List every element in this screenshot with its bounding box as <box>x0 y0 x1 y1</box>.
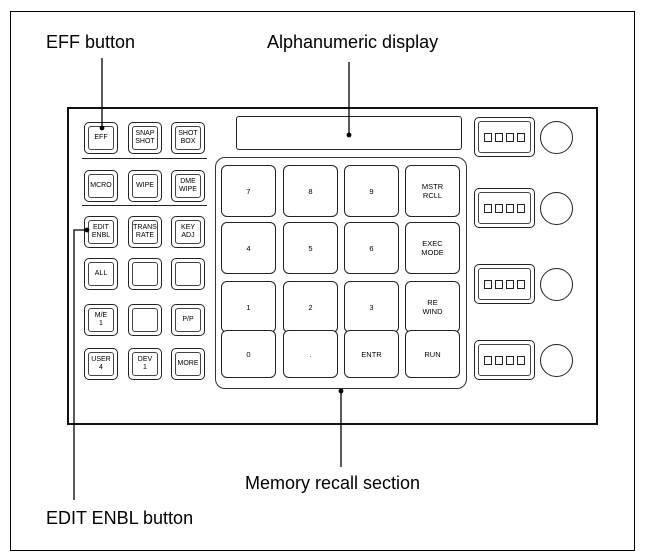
lcd-display-4 <box>474 340 535 380</box>
memory-recall-section-callout: Memory recall section <box>245 473 421 493</box>
blank-1-button-label <box>132 262 158 286</box>
knob-2[interactable] <box>540 192 573 225</box>
keypad-0-button[interactable]: 0 <box>221 330 276 378</box>
keypad-1-button[interactable]: 1 <box>221 281 276 333</box>
eff-leader-dot <box>99 125 105 131</box>
divider-middle <box>82 205 207 206</box>
keypad-exec-mode-button[interactable]: EXEC MODE <box>405 222 460 274</box>
keypad-7-button[interactable]: 7 <box>221 165 276 217</box>
all-button[interactable]: ALL <box>84 258 118 290</box>
keypad-3-button[interactable]: 3 <box>344 281 399 333</box>
blank-2-button-label <box>175 262 201 286</box>
memory-leader-dot <box>338 388 344 394</box>
figure-frame <box>10 11 635 551</box>
keypad-8-button[interactable]: 8 <box>283 165 338 217</box>
wipe-button-label: WIPE <box>132 174 158 198</box>
edit-enbl-leader-dot <box>84 227 90 233</box>
divider-top <box>82 158 207 159</box>
blank-2-button[interactable] <box>171 258 205 290</box>
keypad-rewind-button[interactable]: RE WIND <box>405 281 460 333</box>
lcd-display-3 <box>474 264 535 304</box>
trans-rate-button[interactable]: TRANS RATE <box>128 216 162 248</box>
keypad-2-button[interactable]: 2 <box>283 281 338 333</box>
wipe-button[interactable]: WIPE <box>128 170 162 202</box>
shot-box-button-label: SHOT BOX <box>175 126 201 150</box>
keypad-entr-button[interactable]: ENTR <box>344 330 399 378</box>
shot-box-button[interactable]: SHOT BOX <box>171 122 205 154</box>
edit-enbl-button-label: EDIT ENBL <box>88 220 114 244</box>
alphanumeric-display-callout: Alphanumeric display <box>267 32 439 52</box>
edit-enbl-button-callout: EDIT ENBL button <box>46 508 194 528</box>
blank-1-button[interactable] <box>128 258 162 290</box>
snap-shot-button[interactable]: SNAP SHOT <box>128 122 162 154</box>
memory-recall-section <box>215 157 467 389</box>
eff-button-callout: EFF button <box>46 32 136 52</box>
keypad-run-button[interactable]: RUN <box>405 330 460 378</box>
keypad-6-button[interactable]: 6 <box>344 222 399 274</box>
key-adj-button[interactable]: KEY ADJ <box>171 216 205 248</box>
me-1-button[interactable]: M/E 1 <box>84 304 118 336</box>
edit-enbl-button[interactable]: EDIT ENBL <box>84 216 118 248</box>
mcro-button-label: MCRO <box>88 174 114 198</box>
more-button-label: MORE <box>175 352 201 376</box>
blank-3-button[interactable] <box>128 304 162 336</box>
lcd-display-2 <box>474 188 535 228</box>
keypad-dot-button[interactable]: . <box>283 330 338 378</box>
pp-button[interactable]: P/P <box>171 304 205 336</box>
pp-button-label: P/P <box>175 308 201 332</box>
all-button-label: ALL <box>88 262 114 286</box>
keypad-mstr-rcll-button[interactable]: MSTR RCLL <box>405 165 460 217</box>
edit-enbl-leader-line <box>73 229 87 500</box>
keypad-5-button[interactable]: 5 <box>283 222 338 274</box>
dev-1-button[interactable]: DEV 1 <box>128 348 162 380</box>
lcd-display-1 <box>474 117 535 157</box>
knob-4[interactable] <box>540 344 573 377</box>
dev-1-button-label: DEV 1 <box>132 352 158 376</box>
dme-wipe-button[interactable]: DME WIPE <box>171 170 205 202</box>
key-adj-button-label: KEY ADJ <box>175 220 201 244</box>
knob-3[interactable] <box>540 268 573 301</box>
more-button[interactable]: MORE <box>171 348 205 380</box>
blank-3-button-label <box>132 308 158 332</box>
mcro-button[interactable]: MCRO <box>84 170 118 202</box>
user-4-button-label: USER 4 <box>88 352 114 376</box>
me-1-button-label: M/E 1 <box>88 308 114 332</box>
display-leader-dot <box>346 132 352 138</box>
snap-shot-button-label: SNAP SHOT <box>132 126 158 150</box>
keypad-9-button[interactable]: 9 <box>344 165 399 217</box>
keypad-4-button[interactable]: 4 <box>221 222 276 274</box>
knob-1[interactable] <box>540 121 573 154</box>
dme-wipe-button-label: DME WIPE <box>175 174 201 198</box>
trans-rate-button-label: TRANS RATE <box>132 220 158 244</box>
user-4-button[interactable]: USER 4 <box>84 348 118 380</box>
